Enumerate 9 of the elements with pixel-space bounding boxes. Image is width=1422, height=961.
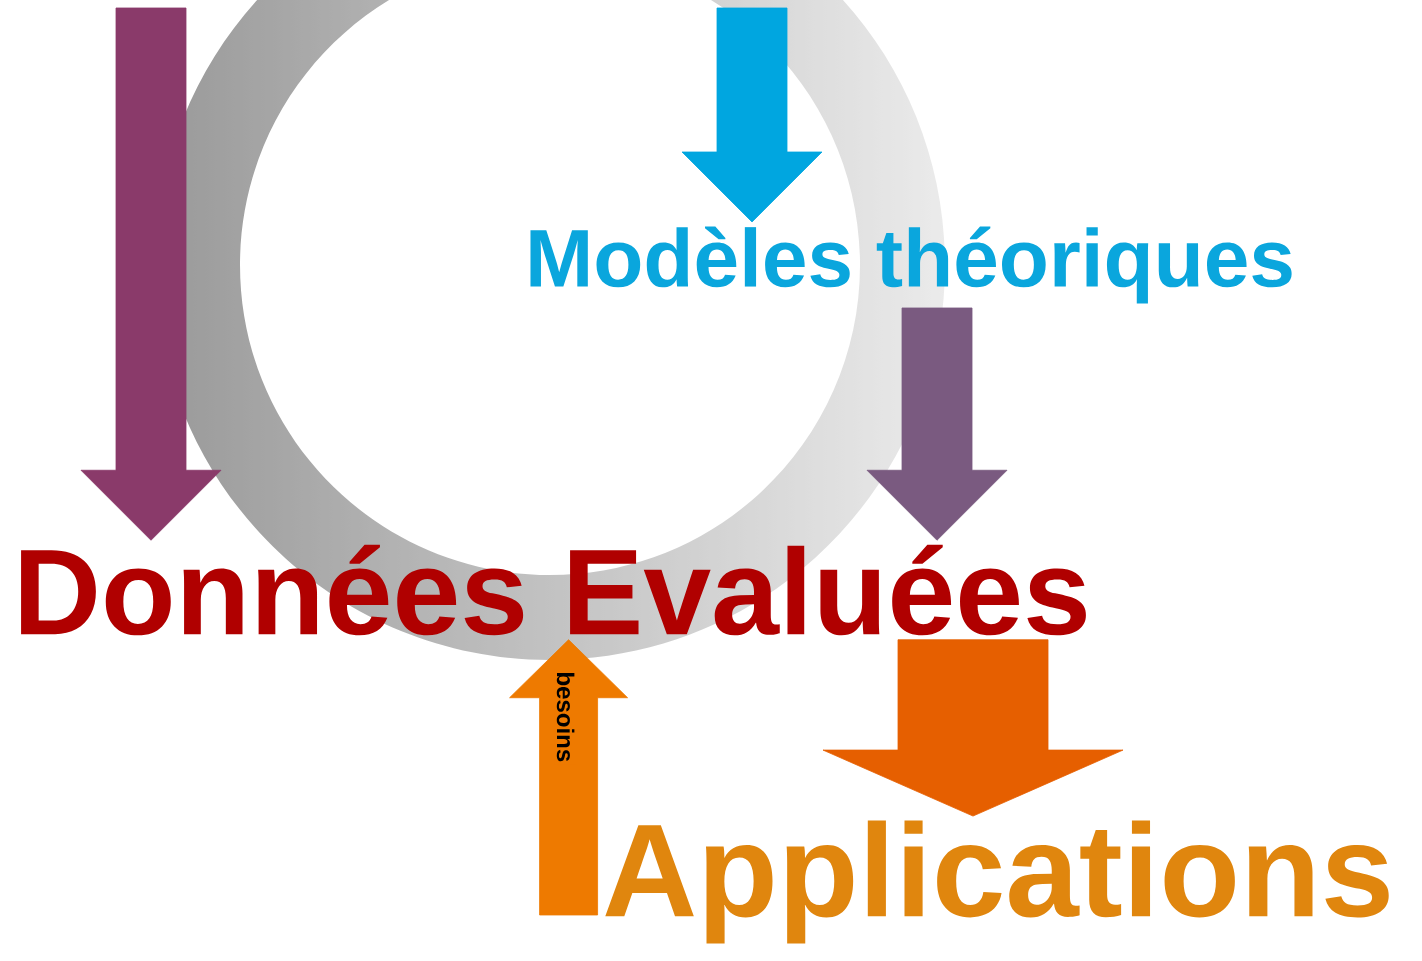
block-arrow — [866, 307, 1008, 541]
node-label: Applications — [605, 820, 1389, 944]
block-arrow — [80, 7, 222, 541]
node-label: Modèles théoriques — [530, 226, 1292, 304]
block-arrow — [822, 639, 1124, 817]
block-arrow — [681, 7, 823, 223]
edge-label: besoins — [554, 669, 577, 765]
block-arrow — [509, 639, 628, 916]
node-label: Données Evaluées — [21, 544, 1086, 636]
